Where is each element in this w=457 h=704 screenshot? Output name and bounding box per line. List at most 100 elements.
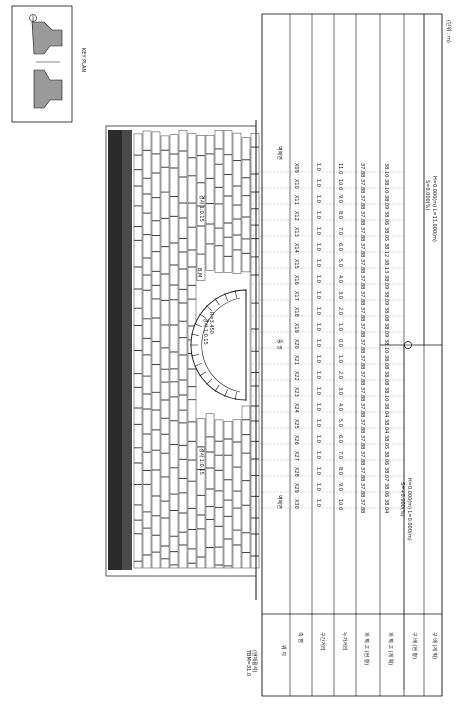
wall-stone xyxy=(160,558,170,569)
wall-stone xyxy=(133,240,143,268)
station-distance: 1.0 xyxy=(315,243,321,251)
wall-stone xyxy=(142,318,152,339)
wall-stone xyxy=(133,186,143,206)
wall-stone xyxy=(232,508,242,531)
station-no: X16 xyxy=(293,275,299,285)
wall-stone xyxy=(160,150,170,168)
arch-voussoir-joint xyxy=(234,290,237,298)
station-ground-level: 37.88 xyxy=(359,307,365,322)
wall-stone xyxy=(232,544,242,569)
wall-stone xyxy=(250,225,260,239)
wall-stone xyxy=(178,289,188,303)
station-no: X23 xyxy=(293,387,299,397)
station-distance: 1.0 xyxy=(315,195,321,203)
wall-stone xyxy=(169,381,179,397)
wall-stone xyxy=(151,495,161,516)
wall-stone xyxy=(232,419,242,442)
wall-stone xyxy=(187,369,197,387)
wall-stone xyxy=(196,469,206,496)
wall-stone xyxy=(151,285,161,299)
wall-stone xyxy=(214,441,224,456)
wall-stone xyxy=(187,421,197,442)
wall-stone xyxy=(178,410,188,423)
station-ground-level: 37.88 xyxy=(359,435,365,450)
wall-stone xyxy=(142,130,152,151)
tbm-sub-label: (현재활석) xyxy=(251,650,257,673)
arch-voussoir-joint xyxy=(206,378,213,385)
wall-stone xyxy=(196,557,206,569)
wall-stone xyxy=(142,354,152,377)
wall-stone xyxy=(187,133,197,158)
station-plan-level: 38.05 xyxy=(383,435,389,450)
wall-stone xyxy=(133,169,143,187)
wall-stone xyxy=(151,410,161,430)
wall-stone xyxy=(178,251,188,269)
header-position: 위 치 xyxy=(280,645,286,656)
wall-stone xyxy=(178,177,188,204)
wall-stone xyxy=(214,148,224,165)
station-plan-level: 38.06 xyxy=(383,483,389,498)
wall-stone xyxy=(232,249,242,274)
wall-stone xyxy=(169,285,179,300)
arch-voussoir-joint xyxy=(206,305,213,312)
wall-stone xyxy=(142,528,152,555)
wall-stone xyxy=(196,226,206,255)
station-no: X18 xyxy=(293,307,299,317)
station-no: X20 xyxy=(293,339,299,349)
row-header: 구 배 (계 획) xyxy=(431,632,437,660)
station-distance: 1.0 xyxy=(315,307,321,315)
station-plan-level: 38.10 xyxy=(383,179,389,194)
station-distance: 1.0 xyxy=(315,435,321,443)
wall-stone xyxy=(214,228,224,246)
wall-stone xyxy=(160,347,170,370)
station-plan-level: 38.10 xyxy=(383,387,389,402)
wall-stone xyxy=(232,185,242,206)
station-cumulative: 2.0 xyxy=(337,371,343,379)
station-ground-level: 37.88 xyxy=(359,259,365,274)
arch-voussoir-joint xyxy=(199,371,207,377)
wall-stone xyxy=(196,528,206,557)
station-distance: 1.0 xyxy=(315,467,321,475)
wall-stone xyxy=(142,193,152,214)
station-ground-level: 37.88 xyxy=(359,227,365,242)
wall-stone xyxy=(169,396,179,421)
wall-stone xyxy=(223,516,233,539)
station-ground-level: 37.88 xyxy=(359,243,365,258)
wall-stone xyxy=(169,325,179,352)
wall-stone xyxy=(214,130,224,149)
wall-stone xyxy=(250,192,260,209)
arch-voussoir-joint xyxy=(194,363,202,367)
wall-stone xyxy=(160,167,170,193)
station-no: X22 xyxy=(293,371,299,381)
wall-stone xyxy=(250,256,260,275)
wall-stone xyxy=(205,452,215,468)
station-no: X19 xyxy=(293,323,299,333)
station-plan-level: 38.09 xyxy=(383,291,389,306)
wall-stone xyxy=(133,155,143,170)
wall-stone xyxy=(142,213,152,235)
wall-stone xyxy=(169,536,179,552)
station-cumulative: 10.0 xyxy=(337,179,343,191)
station-cumulative: 1.0 xyxy=(337,355,343,363)
wall-stone xyxy=(133,226,143,241)
row-header: 구 배 (현 황) xyxy=(411,632,417,660)
row-header: 측 점 xyxy=(297,632,303,643)
wall-stone xyxy=(232,442,242,468)
station-plan-level: 38.06 xyxy=(383,211,389,226)
wall-stone xyxy=(142,394,152,410)
wall-stone xyxy=(151,197,161,221)
station-cumulative: 6.0 xyxy=(337,435,343,443)
wall-stone xyxy=(151,131,161,154)
wall-stone xyxy=(223,196,233,223)
station-no: X26 xyxy=(293,435,299,445)
wall-stone xyxy=(205,506,215,520)
wall-stone xyxy=(241,453,251,481)
wall-stone xyxy=(250,133,260,148)
wall-stone xyxy=(169,243,179,265)
station-no: X11 xyxy=(293,195,299,205)
station-no: X12 xyxy=(293,211,299,221)
row-header: 계 획 고 (계 획) xyxy=(387,632,393,666)
wall-stone xyxy=(241,505,251,533)
wall-stone xyxy=(151,220,161,236)
